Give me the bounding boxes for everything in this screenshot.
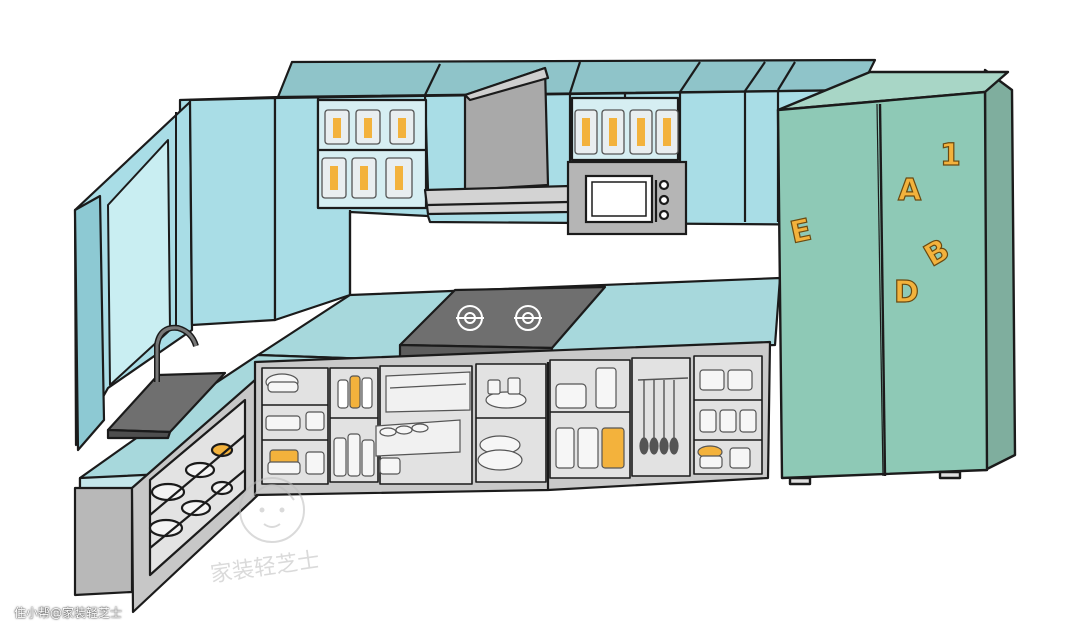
fridge-side bbox=[983, 68, 1017, 472]
storage-jars bbox=[321, 109, 679, 199]
jar bbox=[385, 157, 413, 199]
watermark-face bbox=[239, 477, 305, 543]
jar bbox=[655, 109, 679, 155]
jar bbox=[629, 109, 653, 155]
jar bbox=[601, 109, 625, 155]
burner bbox=[456, 305, 484, 331]
jar bbox=[324, 109, 350, 145]
credit-text: 住小帮@家装轻芝士 bbox=[14, 606, 123, 620]
watermark-brand: 家装轻芝士 bbox=[209, 548, 321, 588]
jar bbox=[389, 109, 415, 145]
magnet-1: 1 bbox=[940, 138, 961, 173]
microwave-knob bbox=[658, 179, 670, 191]
cabinet-contents bbox=[265, 367, 757, 477]
microwave bbox=[566, 160, 688, 236]
fridge-door-split bbox=[878, 103, 887, 477]
jar bbox=[355, 109, 381, 145]
burner bbox=[514, 305, 542, 331]
sink bbox=[106, 371, 227, 440]
jar bbox=[574, 109, 598, 155]
magnet-d: D bbox=[894, 275, 919, 310]
faucet bbox=[154, 324, 199, 382]
jar bbox=[321, 157, 347, 199]
lower-cabinets-left bbox=[73, 378, 260, 614]
refrigerator bbox=[776, 68, 1017, 486]
jar bbox=[351, 157, 377, 199]
range-hood bbox=[423, 66, 572, 216]
magnet-a: A bbox=[898, 173, 922, 208]
lower-cabinets-right bbox=[253, 340, 772, 497]
